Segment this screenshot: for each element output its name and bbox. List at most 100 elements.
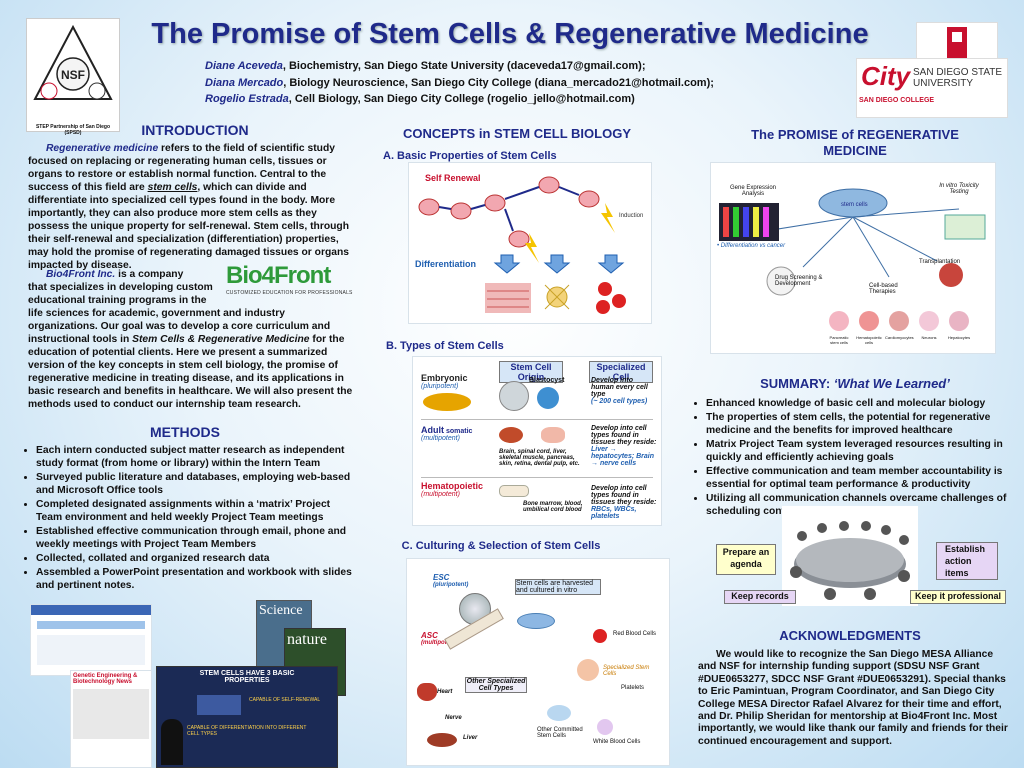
lecture-slide: STEM CELLS HAVE 3 BASIC PROPERTIES CAPAB…	[156, 666, 338, 768]
culturing-figure: ESC (pluripotent) ASC (multipotent) Stem…	[406, 558, 670, 766]
intro-paragraph-1: Regenerative medicine refers to the fiel…	[28, 143, 349, 271]
author-3-info: , Cell Biology, San Diego City College (…	[288, 93, 635, 105]
harvest-box: Stem cells are harvested and cultured in…	[515, 579, 601, 595]
red-blood-label: Red Blood Cells	[613, 631, 657, 637]
self-renewal-label: Self Renewal	[425, 173, 481, 183]
bio4front-logo: Bio4Front CUSTOMIZED EDUCATION FOR PROFE…	[226, 262, 354, 304]
diff-vs-cancer-label: • Differentiation vs cancer	[717, 243, 786, 249]
intro-paragraph-2a: Bio4Front Inc. is a company that special…	[28, 269, 213, 306]
adult-desc: Develop into cell types found in tissues…	[591, 425, 657, 467]
therapy-cell-4: Neurons	[921, 335, 937, 340]
tag-prepare-agenda: Prepare an agenda	[716, 544, 776, 575]
promise-heading: The PROMISE of REGENERATIVE MEDICINE	[751, 127, 959, 158]
science-cover-title: Science	[259, 603, 303, 618]
ack-heading: ACKNOWLEDGMENTS	[779, 628, 921, 643]
nsf-logo-text: NSF	[61, 68, 85, 82]
methods-heading: METHODS	[150, 424, 220, 440]
slide-title: STEM CELLS HAVE 3 BASIC PROPERTIES	[199, 670, 295, 684]
asc-label: ASC (multipotent)	[421, 631, 458, 646]
page-title: The Promise of Stem Cells & Regenerative…	[151, 18, 869, 50]
journal-cover: Genetic Engineering & Biotechnology News	[70, 670, 152, 768]
slide-item-2: CAPABLE OF DIFFERENTIATION INTO DIFFEREN…	[187, 725, 307, 737]
concepts-a-label: A. Basic Properties of Stem Cells	[383, 150, 557, 162]
toxicity-label: In vitro Toxicity Testing	[939, 183, 979, 195]
therapy-cell-5: Hepatocytes	[947, 335, 971, 340]
intro-paragraph-2b: life sciences for academic, government a…	[28, 308, 353, 410]
ack-text: We would like to recognize the San Diego…	[698, 649, 1008, 747]
therapy-cell-2: Hematopoietic cells	[856, 335, 882, 345]
nsf-caption: STEP Partnership of San Diego (SPSD)	[35, 124, 111, 136]
specialized-column-header: Specialized Cell	[589, 361, 653, 383]
differentiation-label: Differentiation	[415, 259, 476, 269]
promise-figure: stem cells Gene Expression Analysis In v…	[710, 162, 996, 354]
city-logo-text: City	[861, 61, 911, 91]
basic-properties-figure: Self Renewal Induction Differentiation	[408, 162, 652, 324]
methods-item: Completed designated assignments within …	[36, 498, 352, 524]
esc-label: ESC (pluripotent)	[433, 573, 469, 588]
methods-item: Surveyed public literature and databases…	[36, 471, 352, 497]
other-cell-types-box: Other Specialized Cell Types	[465, 677, 527, 693]
embryonic-type: Embryonic (pluripotent)	[421, 373, 468, 390]
therapy-cell-1: Pancreatic stem cells	[829, 335, 849, 345]
city-logo-sub: SAN DIEGO COLLEGE	[859, 97, 935, 104]
author-1: Diane Aceveda, Biochemistry, San Diego S…	[205, 58, 845, 75]
summary-item: Utilizing all communication channels ove…	[706, 492, 1010, 518]
hematopoietic-origin: Bone marrow, blood, umbilical cord blood	[523, 501, 583, 513]
methods-item: Established effective communication thro…	[36, 525, 352, 551]
platelets-label: Platelets	[621, 685, 645, 691]
author-2-name: Diana Mercado	[205, 76, 284, 89]
bio4front-logo-text: Bio4Front	[226, 262, 331, 289]
cell-therapies-label: Cell-based Therapies	[869, 283, 898, 295]
bio4front-tagline: CUSTOMIZED EDUCATION FOR PROFESSIONALS	[226, 290, 353, 296]
stem-cells-label: stem cells	[841, 202, 868, 208]
hematopoietic-desc: Develop into cell types found in tissues…	[591, 485, 657, 520]
author-3: Rogelio Estrada, Cell Biology, San Diego…	[205, 91, 845, 108]
transplantation-label: Transplantation	[919, 259, 961, 265]
author-3-name: Rogelio Estrada	[205, 93, 289, 105]
summary-item: Matrix Project Team system leveraged res…	[706, 438, 1010, 464]
author-2-info: , Biology Neuroscience, San Diego City C…	[283, 76, 714, 89]
course-term: Stem Cells & Regenerative Medicine	[132, 334, 310, 345]
embryonic-desc: Develop into human every cell type (~ 20…	[591, 377, 648, 405]
summary-list: Enhanced knowledge of basic cell and mol…	[692, 397, 1010, 519]
liver-label: Liver	[463, 735, 478, 741]
sdsu-logo-text: SAN DIEGO STATE UNIVERSITY	[913, 67, 1003, 89]
concepts-c-label: C. Culturing & Selection of Stem Cells	[401, 540, 601, 552]
meeting-table-image	[782, 506, 918, 606]
nature-cover-title: nature	[287, 631, 327, 648]
slide-item-1: CAPABLE OF SELF-RENEWAL	[249, 697, 321, 703]
summary-heading: SUMMARY: ‘What We Learned’	[760, 376, 950, 391]
author-1-info: , Biochemistry, San Diego State Universi…	[282, 60, 646, 72]
gene-expression-label: Gene Expression Analysis	[729, 185, 777, 197]
bio4front-term: Bio4Front Inc.	[46, 269, 116, 280]
intro-heading: INTRODUCTION	[141, 122, 249, 138]
journal-title: Genetic Engineering & Biotechnology News	[73, 673, 138, 685]
methods-item: Each intern conducted subject matter res…	[36, 444, 352, 470]
summary-item: Effective communication and team member …	[706, 465, 1010, 491]
drug-screening-label: Drug Screening & Development	[775, 275, 823, 287]
intro-lead-term: Regenerative medicine	[46, 143, 159, 154]
author-2: Diana Mercado, Biology Neuroscience, San…	[205, 75, 845, 92]
tag-keep-records: Keep records	[724, 590, 796, 604]
nsf-logo: NSF STEP Partnership of San Diego (SPSD)	[26, 18, 120, 136]
tag-keep-professional: Keep it professional	[910, 590, 1006, 604]
author-list: Diane Aceveda, Biochemistry, San Diego S…	[205, 58, 845, 108]
summary-item: The properties of stem cells, the potent…	[706, 411, 1010, 437]
types-of-stem-cells-figure: Stem Cell Origin Specialized Cell Embryo…	[412, 356, 662, 526]
concepts-heading: CONCEPTS in STEM CELL BIOLOGY	[403, 126, 631, 141]
adult-type: Adult somatic (multipotent)	[421, 425, 473, 442]
nerve-label: Nerve	[445, 715, 462, 721]
presenter	[161, 719, 183, 765]
adult-origin: Brain, spinal cord, liver, skeletal musc…	[499, 449, 580, 467]
specialized-stem-label: Specialized Stem Cells	[603, 665, 650, 677]
website-screenshot	[30, 604, 152, 676]
heart-label: Heart	[437, 689, 453, 695]
other-committed-label: Other Committed Stem Cells	[537, 727, 583, 739]
author-1-name: Diane Aceveda	[205, 60, 283, 72]
methods-list: Each intern conducted subject matter res…	[22, 444, 352, 593]
stem-cells-term: stem cells	[147, 182, 198, 193]
hematopoietic-type: Hematopoietic (multipotent)	[421, 481, 484, 498]
white-blood-label: White Blood Cells	[593, 739, 641, 745]
therapy-cell-3: Cardiomyocytes	[885, 335, 914, 340]
methods-collage: Genetic Engineering & Biotechnology News…	[30, 600, 350, 768]
